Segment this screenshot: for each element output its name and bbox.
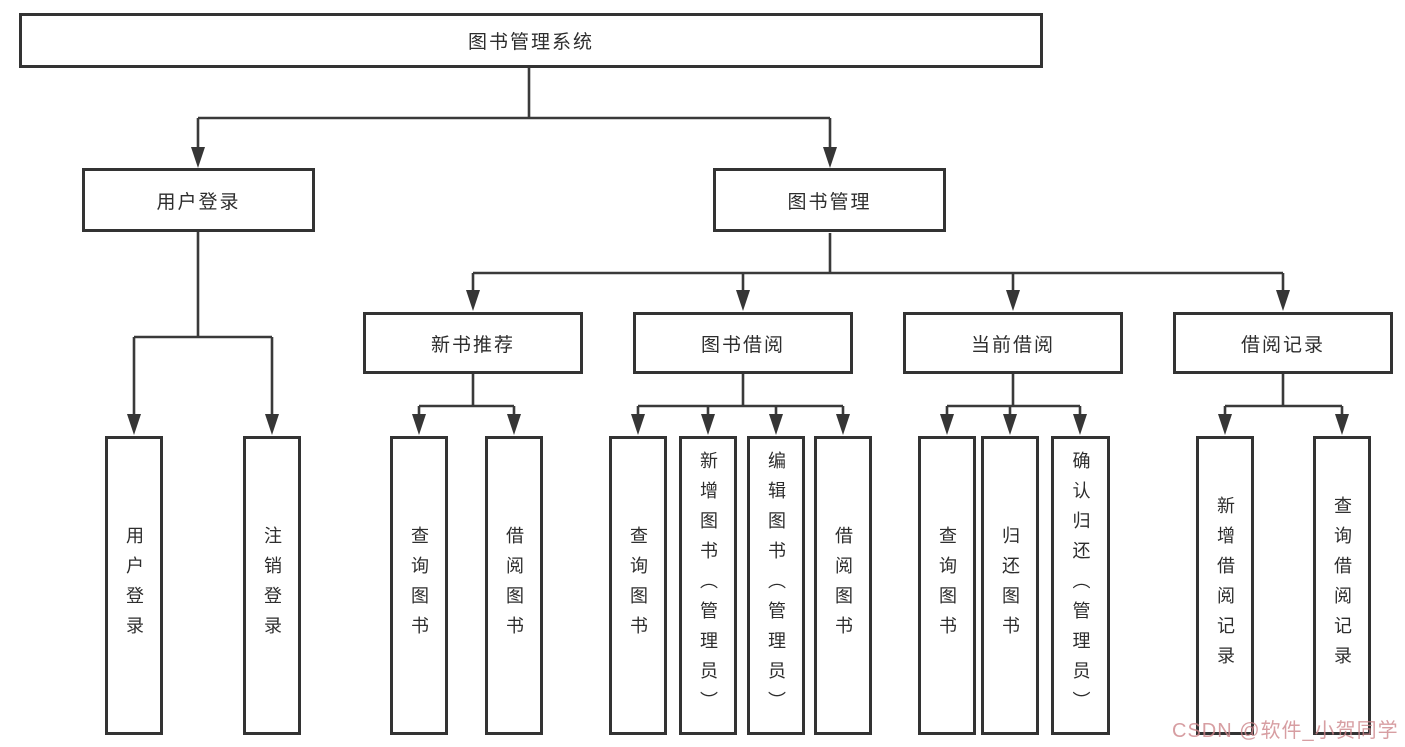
node-borrowing-records-label: 借阅记录 — [1240, 334, 1325, 356]
leaf-return-books-label: 归还图书 — [1000, 525, 1020, 646]
leaf-user-login: 用户登录 — [105, 436, 163, 735]
arrow-to-current-borrowing — [1006, 290, 1020, 311]
node-user-login: 用户登录 — [82, 168, 315, 232]
leaf-confirm-return-admin: 确认归还（管理员） — [1051, 436, 1110, 735]
arrow-to-leaf-logout — [265, 414, 279, 435]
node-book-borrowing-label: 图书借阅 — [700, 334, 785, 356]
arrow-to-leaf-user-login — [127, 414, 141, 435]
leaf-logout: 注销登录 — [243, 436, 301, 735]
leaf-add-borrow-record: 新增借阅记录 — [1196, 436, 1254, 735]
leaf-add-books-admin: 新增图书（管理员） — [679, 436, 737, 735]
leaf-logout-label: 注销登录 — [262, 525, 282, 646]
arrow-to-user-login — [191, 147, 205, 168]
leaf-return-books: 归还图书 — [981, 436, 1039, 735]
leaf-query-books-3-label: 查询图书 — [937, 525, 957, 646]
node-user-login-label: 用户登录 — [156, 191, 241, 213]
leaf-edit-books-admin: 编辑图书（管理员） — [747, 436, 805, 735]
csdn-watermark: CSDN @软件_小贺同学 — [1172, 720, 1399, 742]
arrow-to-book-borrowing — [736, 290, 750, 311]
node-root: 图书管理系统 — [19, 13, 1043, 68]
leaf-query-books-2-label: 查询图书 — [628, 525, 648, 646]
node-book-management: 图书管理 — [713, 168, 946, 232]
node-current-borrowing: 当前借阅 — [903, 312, 1123, 374]
leaf-confirm-return-admin-label: 确认归还（管理员） — [1070, 450, 1091, 721]
arrow-to-borrowing-records — [1276, 290, 1290, 311]
leaf-borrow-books-1: 借阅图书 — [485, 436, 543, 735]
leaf-query-borrow-record: 查询借阅记录 — [1313, 436, 1371, 735]
leaf-query-books-3: 查询图书 — [918, 436, 976, 735]
node-new-book-recommendation: 新书推荐 — [363, 312, 583, 374]
arrow-to-book-management — [823, 147, 837, 168]
leaf-add-borrow-record-label: 新增借阅记录 — [1215, 495, 1235, 676]
leaf-borrow-books-2-label: 借阅图书 — [833, 525, 853, 646]
leaf-edit-books-admin-label: 编辑图书（管理员） — [766, 450, 786, 721]
node-book-borrowing: 图书借阅 — [633, 312, 853, 374]
leaf-borrow-books-2: 借阅图书 — [814, 436, 872, 735]
leaf-user-login-label: 用户登录 — [124, 525, 144, 646]
leaf-borrow-books-1-label: 借阅图书 — [504, 525, 524, 646]
node-root-label: 图书管理系统 — [467, 32, 594, 53]
leaf-add-books-admin-label: 新增图书（管理员） — [698, 450, 718, 721]
leaf-query-books-1: 查询图书 — [390, 436, 448, 735]
leaf-query-borrow-record-label: 查询借阅记录 — [1332, 495, 1352, 676]
leaf-query-books-1-label: 查询图书 — [409, 525, 429, 646]
node-current-borrowing-label: 当前借阅 — [970, 334, 1055, 356]
arrow-to-new-book-recommendation — [466, 290, 480, 311]
node-borrowing-records: 借阅记录 — [1173, 312, 1393, 374]
node-new-book-recommendation-label: 新书推荐 — [430, 334, 515, 356]
node-book-management-label: 图书管理 — [787, 191, 872, 213]
leaf-query-books-2: 查询图书 — [609, 436, 667, 735]
